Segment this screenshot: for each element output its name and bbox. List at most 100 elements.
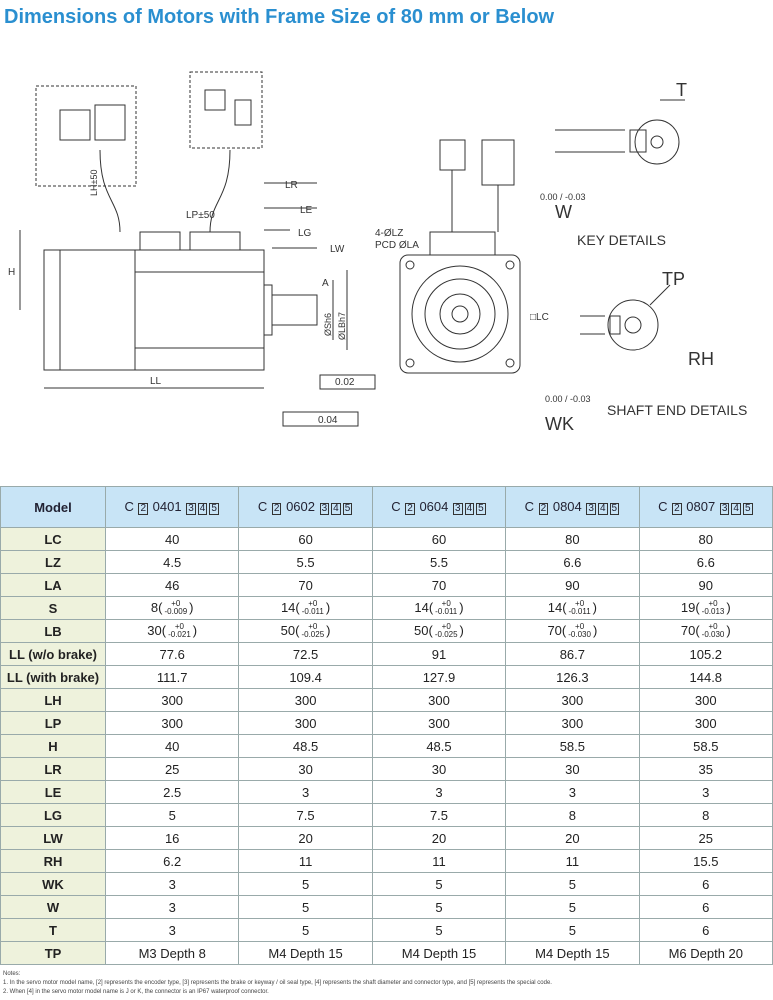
nominal: 50 xyxy=(280,622,296,638)
table-cell: 11 xyxy=(371,849,507,873)
row-label: LP xyxy=(0,711,106,735)
nominal: 19 xyxy=(680,599,696,615)
row-label: H xyxy=(0,734,106,758)
table-cell: 5 xyxy=(371,895,507,919)
upper-tol: +0 xyxy=(575,599,585,609)
model-code: 0807 xyxy=(686,499,716,514)
model-prefix: C xyxy=(524,499,535,514)
key-details xyxy=(555,99,685,165)
lower-tol: -0.030 xyxy=(568,630,591,640)
row-label: LB xyxy=(0,619,106,643)
table-cell: 3 xyxy=(371,780,507,804)
nominal: 8 xyxy=(150,599,159,615)
table-cell: 8(+0-0.009) xyxy=(104,596,240,620)
table-cell: 15.5 xyxy=(638,849,773,873)
table-cell: 30 xyxy=(505,757,640,781)
shaft-box: 4 xyxy=(331,503,341,515)
table-cell: 86.7 xyxy=(505,642,640,666)
table-cell: 77.6 xyxy=(104,642,240,666)
table-cell: 30 xyxy=(371,757,507,781)
brake-box: 3 xyxy=(319,503,330,515)
table-cell: 5 xyxy=(505,918,640,942)
row-label: LG xyxy=(0,803,106,827)
table-cell: 3 xyxy=(505,780,640,804)
table-cell: 6 xyxy=(638,895,773,919)
table-cell: 16 xyxy=(104,826,240,850)
upper-tol: +0 xyxy=(308,599,318,609)
table-cell: 300 xyxy=(104,688,240,712)
table-cell: 70(+0-0.030) xyxy=(505,619,640,643)
table-cell: 5 xyxy=(104,803,240,827)
motor-dimension-drawing: LR LE LG LW LP±50 LH±50 ØSh6 ØLBh7 H LL … xyxy=(8,71,747,434)
upper-tol: +0 xyxy=(174,622,184,632)
row-label: LH xyxy=(0,688,106,712)
model-code: 0401 xyxy=(152,499,182,514)
label-rh: RH xyxy=(688,349,714,369)
nominal: 50 xyxy=(414,622,429,638)
note-1: 1. In the servo motor model name, [2] re… xyxy=(3,980,552,986)
label-lr: LR xyxy=(285,180,298,191)
table-cell: 5 xyxy=(238,872,373,896)
table-cell: 109.4 xyxy=(238,665,373,689)
table-cell: 46 xyxy=(104,573,240,597)
table-cell: 60 xyxy=(238,527,373,551)
table-cell: 11 xyxy=(505,849,640,873)
lower-tol: -0.025 xyxy=(301,630,325,640)
table-cell: 80 xyxy=(638,527,773,551)
label-pcd: PCD ØLA xyxy=(375,240,419,251)
special-box: 5 xyxy=(342,503,353,515)
model-code: 0602 xyxy=(286,499,315,514)
table-cell: 40 xyxy=(104,527,240,551)
table-cell: 5 xyxy=(238,918,373,942)
model-prefix: C xyxy=(124,499,134,514)
label-ll: LL xyxy=(150,376,162,387)
brake-box: 3 xyxy=(719,503,730,515)
table-cell: 35 xyxy=(638,757,773,781)
table-cell: 3 xyxy=(638,780,773,804)
table-cell: 5.5 xyxy=(371,550,507,574)
special-box: 5 xyxy=(476,503,486,515)
table-cell: 7.5 xyxy=(238,803,373,827)
table-cell: 3 xyxy=(104,872,240,896)
table-cell: 2.5 xyxy=(104,780,240,804)
brake-box: 3 xyxy=(186,503,196,515)
model-header: Model xyxy=(0,486,106,528)
table-cell: 3 xyxy=(238,780,373,804)
table-cell: 105.2 xyxy=(638,642,773,666)
table-cell: 127.9 xyxy=(371,665,507,689)
encoder-box: 2 xyxy=(405,503,415,515)
table-cell: 14(+0-0.011) xyxy=(505,596,640,620)
model-prefix: C xyxy=(658,499,668,514)
table-cell: 5 xyxy=(505,895,640,919)
table-cell: 72.5 xyxy=(238,642,373,666)
table-cell: 300 xyxy=(505,711,640,735)
label-lw: LW xyxy=(330,244,345,255)
brake-box: 3 xyxy=(586,503,596,515)
encoder-box: 2 xyxy=(538,503,549,515)
nominal: 70 xyxy=(547,622,562,638)
upper-tol: +0 xyxy=(441,622,451,632)
row-label: RH xyxy=(0,849,106,873)
encoder-box: 2 xyxy=(672,503,682,515)
encoder-box: 2 xyxy=(271,503,282,515)
lower-tol: -0.011 xyxy=(568,607,591,617)
table-cell: M4 Depth 15 xyxy=(505,941,640,965)
model-prefix: C xyxy=(391,499,401,514)
table-cell: 6.6 xyxy=(638,550,773,574)
table-cell: 300 xyxy=(371,711,507,735)
table-cell: 300 xyxy=(104,711,240,735)
key-details-label: KEY DETAILS xyxy=(577,232,666,248)
